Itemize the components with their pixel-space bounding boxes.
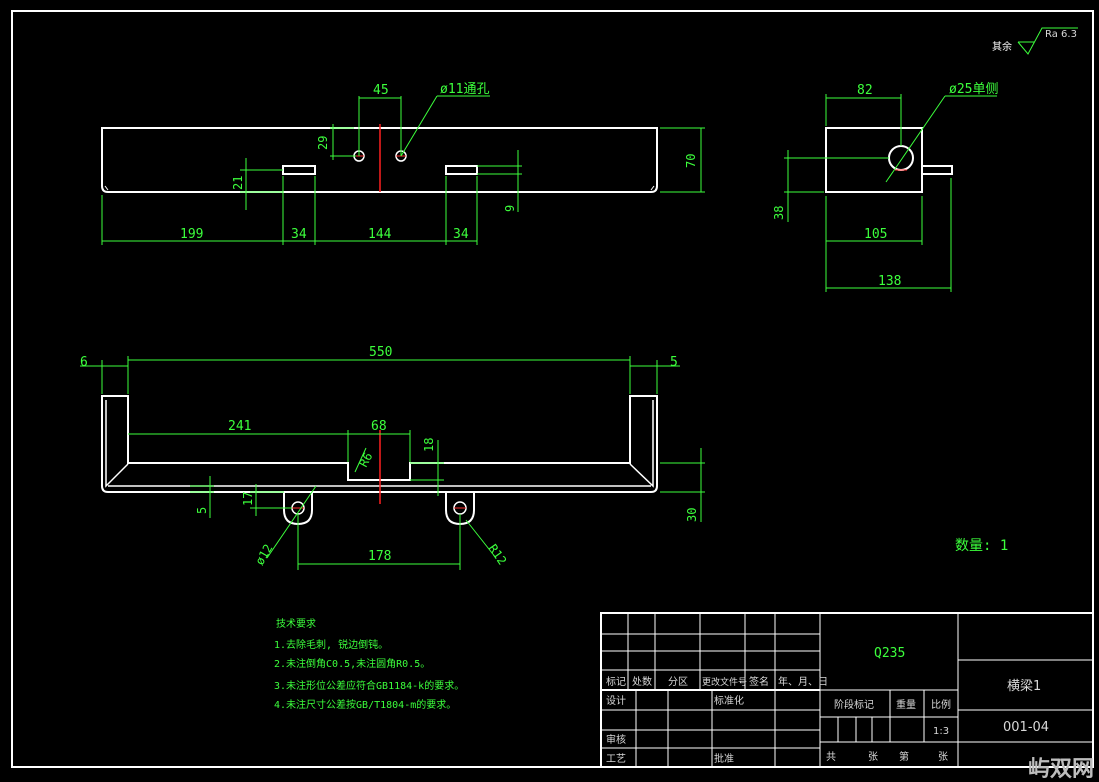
drawing-border <box>11 10 1094 768</box>
top-view: 45 ø11通孔 29 70 21 9 199 34 144 34 <box>101 82 705 245</box>
dim-ear-spacing: 178 <box>368 549 391 564</box>
dim-left-wall: 6 <box>80 355 88 370</box>
side-hole-callout: ø25单侧 <box>949 82 998 97</box>
roughness-label: 其余 <box>992 40 1012 53</box>
footer-no: 第 <box>899 750 909 763</box>
front-view: 6 550 5 241 68 R6 18 5 17 30 ø12 178 R12 <box>80 345 705 570</box>
rev-header-zone: 分区 <box>668 676 688 688</box>
dim-bottom-1: 199 <box>180 227 203 242</box>
scale-value: 1:3 <box>933 726 949 737</box>
material: Q235 <box>874 646 905 661</box>
footer-sheet: 张 <box>938 751 948 763</box>
rev-header-mark: 标记 <box>606 676 626 688</box>
dim-side-body: 105 <box>864 227 887 242</box>
dim-notch-width: 68 <box>371 419 387 434</box>
hole-callout: ø11通孔 <box>440 82 489 97</box>
dim-bottom-2: 34 <box>291 227 307 242</box>
drawing-number: 001-04 <box>1003 720 1049 735</box>
dim-notch-depth: 18 <box>422 438 436 452</box>
rev-header-date: 年、月、日 <box>778 675 828 688</box>
dim-right-wall: 5 <box>670 355 678 370</box>
tech-note-1: 1.去除毛刺, 锐边倒钝。 <box>274 638 388 651</box>
quantity-label: 数量: 1 <box>955 538 1008 554</box>
design-label: 设计 <box>606 694 626 707</box>
dim-notch-pos: 241 <box>228 419 251 434</box>
dim-slot-height: 9 <box>503 205 517 212</box>
footer-sheets: 张 <box>868 751 878 763</box>
rev-header-sign: 签名 <box>749 675 769 688</box>
ear-hole-callout: ø12 <box>252 542 275 568</box>
roughness-symbol: 其余 Ra 6.3 <box>992 27 1078 55</box>
watermark: 屿双网 <box>1028 757 1094 782</box>
tech-note-4: 4.未注尺寸公差按GB/T1804-m的要求。 <box>274 698 456 711</box>
side-view: 82 ø25单侧 38 105 138 <box>772 82 998 292</box>
dim-slot-depth: 21 <box>231 176 245 190</box>
tech-note-3: 3.未注形位公差应符合GB1184-k的要求。 <box>274 679 464 692</box>
weight-label: 重量 <box>896 698 916 711</box>
dim-total-height: 30 <box>685 508 699 522</box>
dim-hole-spacing: 45 <box>373 83 389 98</box>
dim-ear-height: 17 <box>241 492 255 506</box>
dim-bottom-4: 34 <box>453 227 469 242</box>
title-block: Q235 横梁1 001-04 标记 处数 分区 更改文件号 签名 年、月、日 … <box>600 612 1094 768</box>
stage-mark-label: 阶段标记 <box>834 698 874 711</box>
roughness-value: Ra 6.3 <box>1045 29 1077 40</box>
standardize-label: 标准化 <box>714 694 744 707</box>
dim-height: 70 <box>684 154 698 168</box>
part-name: 横梁1 <box>1007 679 1041 694</box>
dim-side-hole-height: 38 <box>772 206 786 220</box>
approve-label: 批准 <box>714 752 734 765</box>
ear-radius-callout: R12 <box>486 542 510 568</box>
rev-header-doc: 更改文件号 <box>702 676 747 688</box>
review-label: 审核 <box>606 733 626 746</box>
tech-notes-title: 技术要求 <box>276 617 316 630</box>
dim-notch-radius: R6 <box>356 450 375 469</box>
dim-length: 550 <box>369 345 392 360</box>
process-label: 工艺 <box>606 753 626 765</box>
dim-thickness: 5 <box>195 507 209 514</box>
rev-header-count: 处数 <box>632 675 652 688</box>
footer-total: 共 <box>826 751 836 763</box>
dim-side-total: 138 <box>878 274 901 289</box>
tech-notes: 技术要求 1.去除毛刺, 锐边倒钝。 2.未注倒角C0.5,未注圆角R0.5。 … <box>274 617 464 711</box>
dim-side-width: 82 <box>857 83 873 98</box>
dim-hole-height: 29 <box>316 136 330 150</box>
tech-note-2: 2.未注倒角C0.5,未注圆角R0.5。 <box>274 657 430 670</box>
dim-bottom-3: 144 <box>368 227 392 242</box>
scale-label: 比例 <box>931 698 951 711</box>
